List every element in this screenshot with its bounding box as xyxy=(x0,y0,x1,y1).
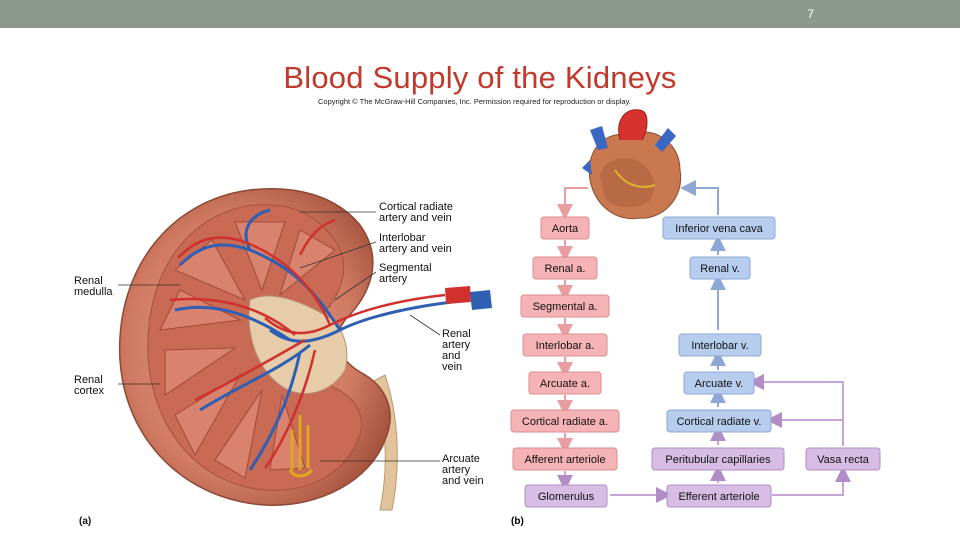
label-leader-lines xyxy=(118,211,441,462)
box-peritubular-capillaries: Peritubular capillaries xyxy=(651,447,785,471)
svg-text:Arcuate v.: Arcuate v. xyxy=(695,378,744,390)
svg-text:Peritubular capillaries: Peritubular capillaries xyxy=(665,454,771,466)
renal-veins xyxy=(174,208,471,471)
label-arcuate-1: Arcuate xyxy=(442,453,480,465)
arterial-arrows xyxy=(557,187,588,454)
slide-number: 7 xyxy=(807,7,814,21)
svg-text:Vasa recta: Vasa recta xyxy=(817,454,870,466)
venous-boxes: Inferior vena cava Renal v. Interlobar v… xyxy=(662,216,776,433)
box-efferent-arteriole: Efferent arteriole xyxy=(666,484,772,508)
label-segmental-2: artery xyxy=(379,273,408,285)
kidney-illustration xyxy=(118,188,492,511)
label-cortical-radiate-2: artery and vein xyxy=(379,212,452,224)
label-interlobar-2: artery and vein xyxy=(379,243,452,255)
svg-text:Renal v.: Renal v. xyxy=(700,263,740,275)
label-cortical-radiate-1: Cortical radiate xyxy=(379,201,453,213)
svg-text:Cortical radiate v.: Cortical radiate v. xyxy=(677,416,762,428)
renal-artery-stub xyxy=(445,286,471,304)
capillary-arrows xyxy=(557,374,851,503)
label-segmental-1: Segmental xyxy=(379,262,432,274)
svg-text:Aorta: Aorta xyxy=(552,223,579,235)
box-glomerulus: Glomerulus xyxy=(524,484,608,508)
label-interlobar-1: Interlobar xyxy=(379,232,426,244)
label-renal-av-3: and xyxy=(442,350,460,362)
arterial-boxes: Aorta Renal a. Segmental a. Interlobar a… xyxy=(510,216,620,471)
label-renal-cortex-2: cortex xyxy=(74,385,104,397)
svg-text:Renal a.: Renal a. xyxy=(545,263,586,275)
svg-text:Cortical radiate a.: Cortical radiate a. xyxy=(522,416,608,428)
box-cortical-radiate-a: Cortical radiate a. xyxy=(510,409,620,433)
label-renal-av-4: vein xyxy=(442,361,462,373)
svg-text:Interlobar v.: Interlobar v. xyxy=(691,340,748,352)
heart-illustration xyxy=(582,109,682,220)
svg-text:Efferent arteriole: Efferent arteriole xyxy=(678,491,759,503)
label-renal-av-2: artery xyxy=(442,339,471,351)
label-arcuate-2: artery xyxy=(442,464,471,476)
nephron-detail xyxy=(288,415,314,478)
label-renal-av-1: Renal xyxy=(442,328,471,340)
box-renal-a: Renal a. xyxy=(532,256,598,280)
box-interlobar-v: Interlobar v. xyxy=(678,333,762,357)
panel-a-labels: Cortical radiate artery and vein Interlo… xyxy=(74,201,484,527)
renal-arteries xyxy=(169,218,446,469)
box-inferior-vena-cava: Inferior vena cava xyxy=(662,216,776,240)
svg-text:Glomerulus: Glomerulus xyxy=(538,491,595,503)
label-renal-medulla-1: Renal xyxy=(74,275,103,287)
box-afferent-arteriole: Afferent arteriole xyxy=(512,447,618,471)
box-renal-v: Renal v. xyxy=(689,256,751,280)
venous-arrows xyxy=(680,180,726,407)
box-arcuate-v: Arcuate v. xyxy=(683,371,755,395)
renal-pyramids xyxy=(159,221,336,479)
svg-text:Inferior vena cava: Inferior vena cava xyxy=(675,223,763,235)
renal-vein-stub xyxy=(470,290,492,310)
slide-title: Blood Supply of the Kidneys xyxy=(283,60,677,95)
panel-b-tag: (b) xyxy=(511,516,524,527)
box-aorta: Aorta xyxy=(540,216,590,240)
svg-text:Interlobar a.: Interlobar a. xyxy=(536,340,595,352)
box-vasa-recta: Vasa recta xyxy=(805,447,881,471)
svg-text:Afferent arteriole: Afferent arteriole xyxy=(524,454,605,466)
capillary-boxes: Glomerulus Efferent arteriole Peritubula… xyxy=(524,447,881,508)
box-arcuate-a: Arcuate a. xyxy=(528,371,602,395)
copyright-notice: Copyright © The McGraw-Hill Companies, I… xyxy=(318,97,631,106)
label-renal-medulla-2: medulla xyxy=(74,286,113,298)
svg-text:Arcuate a.: Arcuate a. xyxy=(540,378,590,390)
label-arcuate-3: and vein xyxy=(442,475,484,487)
top-bar: 7 xyxy=(0,0,960,28)
box-cortical-radiate-v: Cortical radiate v. xyxy=(666,409,772,433)
svg-text:Segmental a.: Segmental a. xyxy=(533,301,598,313)
label-renal-cortex-1: Renal xyxy=(74,374,103,386)
panel-a-tag: (a) xyxy=(79,516,91,527)
box-segmental-a: Segmental a. xyxy=(520,294,610,318)
box-interlobar-a: Interlobar a. xyxy=(522,333,608,357)
